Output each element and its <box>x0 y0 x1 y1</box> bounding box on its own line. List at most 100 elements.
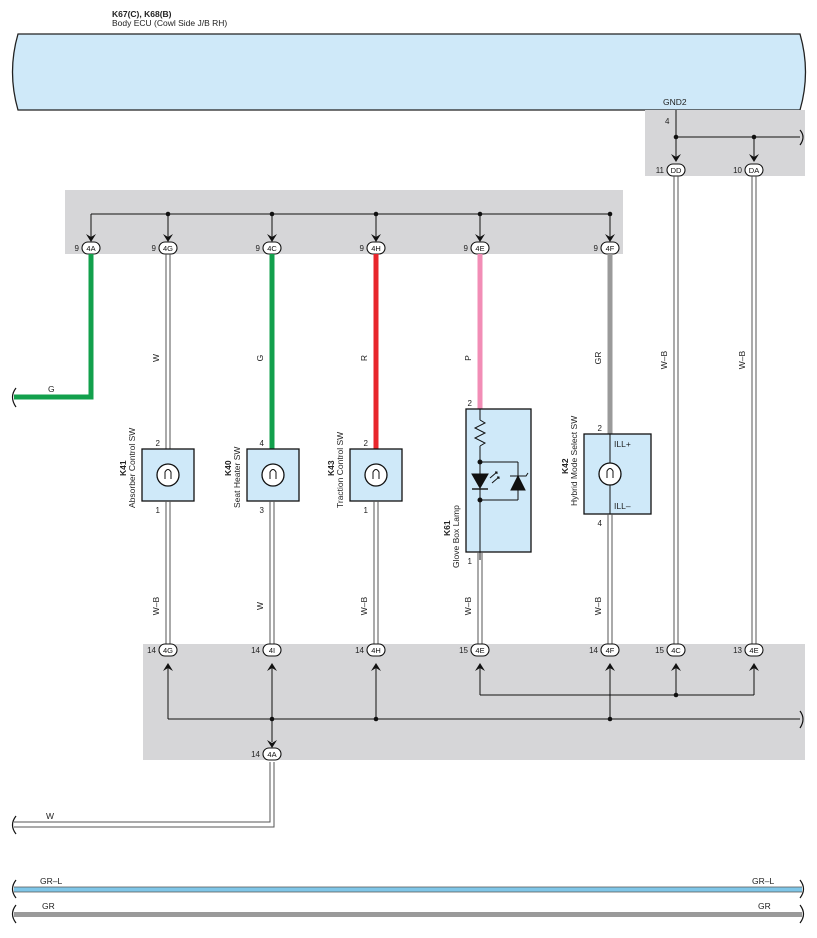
connector-code: 4E <box>475 244 484 253</box>
connector-pin: 9 <box>256 244 261 253</box>
ill-plus-label: ILL+ <box>614 439 631 449</box>
wire-label: W <box>255 602 265 610</box>
gnd-label: GND2 <box>663 97 687 107</box>
upper-connector-4e: 4E 9 <box>464 241 490 255</box>
lower-connector-4e: 4E 15 <box>459 643 490 657</box>
wire-label: G <box>255 355 265 362</box>
component-code: K40 <box>223 460 233 476</box>
connector-pin: 15 <box>459 646 468 655</box>
gr-label-right: GR <box>758 901 771 911</box>
lower-connector-4e: 4E 13 <box>733 643 764 657</box>
connector-code: 4G <box>163 646 173 655</box>
lower-connector-4c: 4C 15 <box>655 643 686 657</box>
ground-connector-da: DA 10 <box>733 163 764 177</box>
pin-bottom: 3 <box>260 506 265 515</box>
gr-wire <box>14 912 802 917</box>
glove-box-lamp-circuit <box>471 409 529 560</box>
wire-label: R <box>359 355 369 361</box>
connector-code: DD <box>671 166 682 175</box>
component-name: Glove Box Lamp <box>451 505 461 568</box>
connector-code: 4F <box>606 646 615 655</box>
gr-l-wire <box>14 887 802 892</box>
connector-pin: 14 <box>251 750 260 759</box>
connector-pin: 9 <box>464 244 469 253</box>
connector-pin: 10 <box>733 166 742 175</box>
connector-pin: 14 <box>355 646 364 655</box>
component-code: K42 <box>560 458 570 474</box>
connector-pin: 9 <box>152 244 157 253</box>
wire-label: W–B <box>593 596 603 615</box>
component-code: K61 <box>442 520 452 536</box>
connector-code: 4C <box>267 244 277 253</box>
component-name: Traction Control SW <box>335 432 345 508</box>
switch-lamp-icon <box>261 463 285 487</box>
lower-connector-4g: 4G 14 <box>147 643 178 657</box>
wire-label: W–B <box>151 596 161 615</box>
bottom-connector-panel <box>143 644 805 760</box>
top-connector-panel <box>65 190 623 254</box>
component-code: K43 <box>326 460 336 476</box>
upper-connector-4a: 4A 9 <box>75 241 101 255</box>
pin-bottom: 1 <box>468 557 473 566</box>
component-name: Absorber Control SW <box>127 428 137 508</box>
connector-pin: 14 <box>589 646 598 655</box>
left-g-label: G <box>48 384 55 394</box>
wire-label: W–B <box>463 596 473 615</box>
ground-connector-dd: DD 11 <box>656 163 686 177</box>
wire-label: W–B <box>737 350 747 369</box>
connector-code: 4G <box>163 244 173 253</box>
connector-pin: 9 <box>360 244 365 253</box>
upper-connector-4g: 4G 9 <box>152 241 178 255</box>
upper-connector-4h: 4H 9 <box>360 241 386 255</box>
wire-label: W–B <box>359 596 369 615</box>
connector-code: DA <box>749 166 759 175</box>
connector-pin: 15 <box>655 646 664 655</box>
connector-code: 4A <box>86 244 95 253</box>
junction-connector-4a: 4A 14 <box>251 747 282 761</box>
component-name: Seat Heater SW <box>232 447 242 508</box>
gnd-pin: 4 <box>665 117 670 126</box>
upper-connector-4c: 4C 9 <box>256 241 282 255</box>
left-w-label: W <box>46 811 54 821</box>
wire-label: GR <box>593 352 603 365</box>
connector-pin: 9 <box>75 244 80 253</box>
wire-label: P <box>463 355 473 361</box>
connector-pin: 14 <box>251 646 260 655</box>
wire-label: W–B <box>659 350 669 369</box>
gr-l-label-right: GR–L <box>752 876 774 886</box>
pin-top: 4 <box>260 439 265 448</box>
pin-top: 2 <box>598 424 603 433</box>
connector-pin: 9 <box>594 244 599 253</box>
component-name: Hybrid Mode Select SW <box>569 416 579 506</box>
lower-connector-4h: 4H 14 <box>355 643 386 657</box>
pin-bottom: 4 <box>598 519 603 528</box>
ecu-code: K67(C), K68(B) <box>112 9 172 19</box>
connector-pin: 13 <box>733 646 742 655</box>
connector-code: 4F <box>606 244 615 253</box>
connector-pin: 14 <box>147 646 156 655</box>
connector-code: 4C <box>671 646 681 655</box>
ecu-name: Body ECU (Cowl Side J/B RH) <box>112 18 227 28</box>
connector-code: 4H <box>371 646 381 655</box>
switch-lamp-icon <box>156 463 180 487</box>
lower-connector-4f: 4F 14 <box>589 643 620 657</box>
pin-top: 2 <box>364 439 369 448</box>
connector-code: 4H <box>371 244 381 253</box>
switch-lamp-icon <box>364 463 388 487</box>
wire-label: W <box>151 354 161 362</box>
connector-pin: 11 <box>656 166 665 175</box>
connector-code: 4A <box>267 750 276 759</box>
pin-bottom: 1 <box>156 506 161 515</box>
connector-code: 4E <box>749 646 758 655</box>
gr-label-left: GR <box>42 901 55 911</box>
component-code: K41 <box>118 460 128 476</box>
connector-code: 4E <box>475 646 484 655</box>
pin-top: 2 <box>468 399 473 408</box>
